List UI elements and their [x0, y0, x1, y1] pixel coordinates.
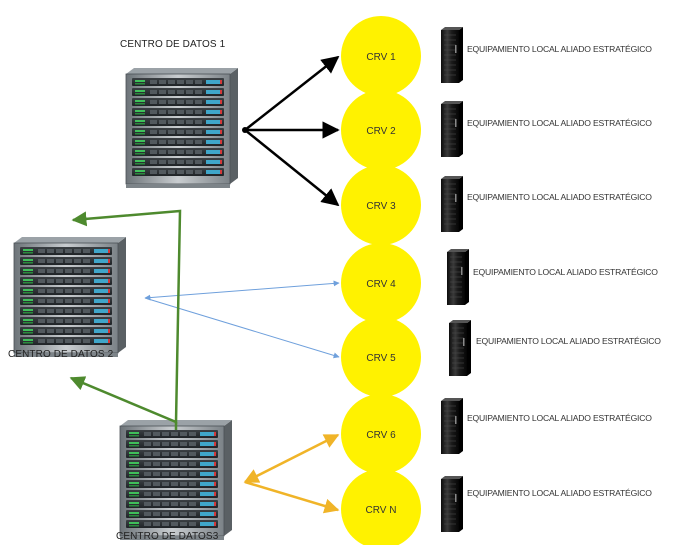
links-layer: [69, 55, 340, 514]
equipment-label-6: EQUIPAMIENTO LOCAL ALIADO ESTRATÉGICO: [467, 413, 652, 423]
crv-label-1: CRV 1: [366, 52, 396, 63]
equipment-cabinet-icon-6: [441, 398, 463, 454]
crv-label-3: CRV 3: [366, 201, 396, 212]
link-dc3-crvn: [244, 480, 340, 514]
crv-circle-6: [341, 394, 421, 474]
crv-circle-2: [341, 90, 421, 170]
crv-label-5: CRV 5: [366, 353, 396, 364]
crv-node-7: CRV N: [341, 469, 421, 545]
crv-circle-3: [341, 165, 421, 245]
link-dc1-crv1: [244, 55, 340, 131]
equipment-label-4: EQUIPAMIENTO LOCAL ALIADO ESTRATÉGICO: [473, 267, 658, 277]
crv-circle-1: [341, 16, 421, 96]
link-dc3-crv6: [243, 433, 340, 484]
datacenter-3-label: CENTRO DE DATOS3: [116, 531, 219, 542]
crv-node-5: CRV 5: [341, 317, 421, 397]
crv-circle-5: [341, 317, 421, 397]
equipment-label-2: EQUIPAMIENTO LOCAL ALIADO ESTRATÉGICO: [467, 118, 652, 128]
equipment-cabinet-icon-3: [441, 176, 463, 232]
crv-node-1: CRV 1: [341, 16, 421, 96]
crv-label-2: CRV 2: [366, 126, 396, 137]
equipment-label-5: EQUIPAMIENTO LOCAL ALIADO ESTRATÉGICO: [476, 336, 661, 346]
crv-circle-7: [341, 469, 421, 545]
link-dc1-crv3: [244, 129, 340, 207]
equipment-cabinet-icon-4: [447, 249, 469, 305]
crv-node-4: CRV 4: [341, 243, 421, 323]
crv-node-3: CRV 3: [341, 165, 421, 245]
equipment-cabinet-icon-5: [449, 320, 471, 376]
link-dc2-crv4: [144, 280, 340, 301]
datacenter-2-label: CENTRO DE DATOS 2: [8, 349, 114, 360]
crv-circle-4: [341, 243, 421, 323]
link-dc2-dc3-loop: [69, 209, 182, 424]
crv-label-4: CRV 4: [366, 279, 396, 290]
datacenter-racks: [13, 68, 238, 540]
crv-nodes: CRV 1 CRV 2 CRV 3 CRV 4 CRV 5 CRV 6 CRV N: [341, 16, 471, 545]
crv-label-6: CRV 6: [366, 430, 396, 441]
equipment-label-3: EQUIPAMIENTO LOCAL ALIADO ESTRATÉGICO: [467, 192, 652, 202]
equipment-label-7: EQUIPAMIENTO LOCAL ALIADO ESTRATÉGICO: [467, 488, 652, 498]
datacenter-3-icon: [119, 420, 232, 540]
datacenter-1-icon: [125, 68, 238, 188]
crv-node-2: CRV 2: [341, 90, 421, 170]
datacenter-2-icon: [13, 237, 126, 357]
datacenter-1-label: CENTRO DE DATOS 1: [120, 39, 226, 50]
equipment-cabinet-icon-1: [441, 27, 463, 83]
equipment-cabinet-icon-7: [441, 476, 463, 532]
link-dc1-hub: [242, 127, 248, 133]
link-dc2-crv5: [144, 297, 340, 359]
equipment-label-1: EQUIPAMIENTO LOCAL ALIADO ESTRATÉGICO: [467, 44, 652, 54]
crv-node-6: CRV 6: [341, 394, 421, 474]
equipment-cabinet-icon-2: [441, 101, 463, 157]
crv-label-7: CRV N: [366, 505, 397, 516]
